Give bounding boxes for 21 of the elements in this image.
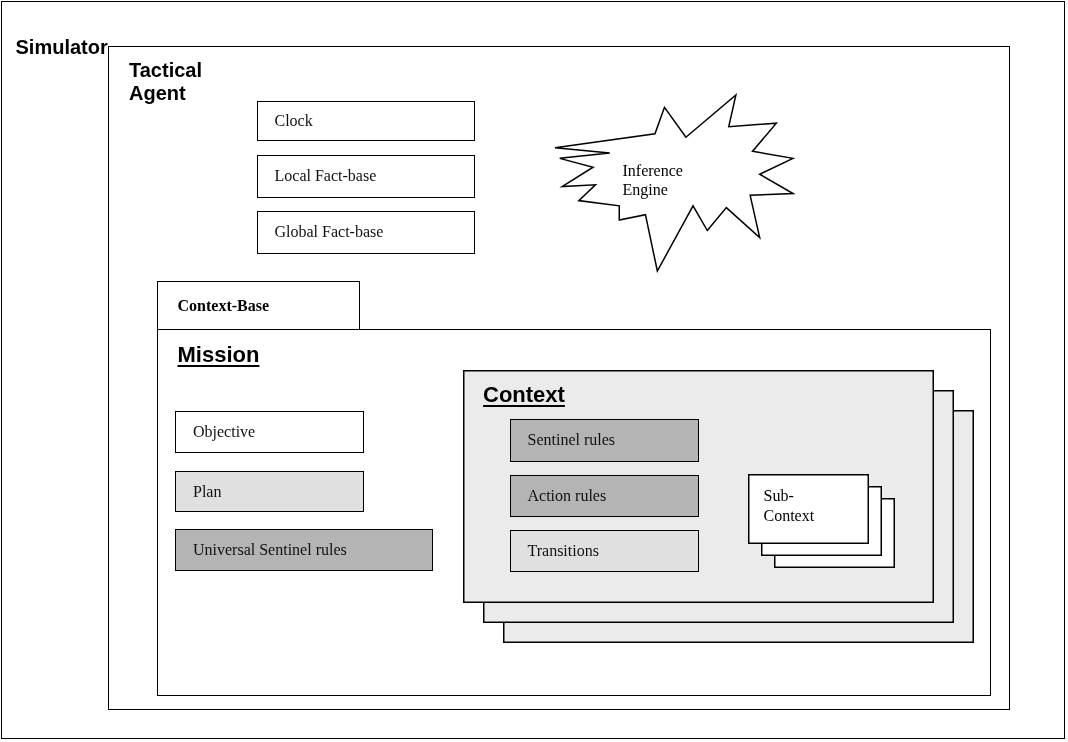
component-label: Sentinel rules xyxy=(509,418,699,462)
agent-frame xyxy=(108,46,1010,710)
section-heading: Tactical Agent xyxy=(129,59,203,105)
starburst-shape xyxy=(552,92,795,273)
component-label: Objective xyxy=(175,411,364,453)
component-label: Action rules xyxy=(509,474,699,517)
component-label: Universal Sentinel rules xyxy=(175,529,433,571)
tab-label: Context-Base xyxy=(156,280,360,331)
section-heading: Mission xyxy=(177,341,260,367)
section-heading: Context xyxy=(483,382,565,408)
engine-label: Inference Engine xyxy=(622,160,684,199)
component-label: Global Fact-base xyxy=(256,210,475,254)
component-label: Transitions xyxy=(509,529,699,572)
component-label: Clock xyxy=(256,100,475,141)
component-label: Plan xyxy=(175,471,364,512)
card-label: Sub-Context xyxy=(763,485,816,527)
context-card-stack xyxy=(463,370,976,645)
stacked-cards xyxy=(747,473,896,569)
component-label: Local Fact-base xyxy=(256,154,475,198)
section-heading: Simulator xyxy=(15,35,108,59)
mission-panel xyxy=(156,328,991,696)
